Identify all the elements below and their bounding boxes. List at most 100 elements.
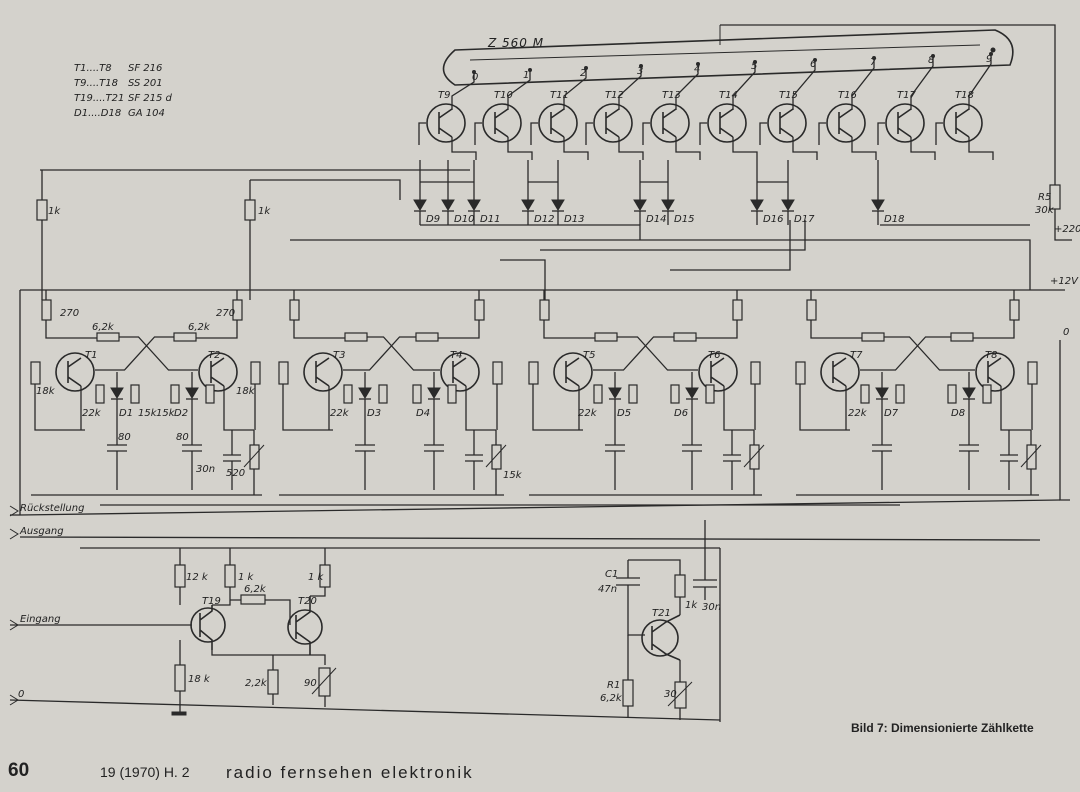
transistor-label: T17	[897, 90, 916, 101]
transistor-t3: T3	[303, 350, 345, 392]
r18k-input-label: 18 k	[188, 674, 211, 685]
resistor-1k-t21	[674, 574, 686, 598]
r15k-1: 15k	[138, 408, 158, 419]
transistor-label: T10	[494, 90, 513, 101]
resistor-1k-right	[244, 199, 256, 221]
transistor-t18: T18	[943, 90, 983, 143]
diode	[413, 199, 427, 211]
r1k-right-label: 1k	[258, 206, 271, 217]
r1k-t20-label: 1 k	[308, 572, 325, 583]
input-zero: 0	[18, 689, 24, 700]
diode-label: D8	[951, 408, 965, 419]
legend-key: T9....T18	[74, 78, 119, 89]
rail-12v: +12V	[1050, 276, 1079, 287]
ground-symbol	[171, 711, 187, 716]
transistor-t7: T7	[820, 350, 863, 392]
diode-label: D7	[884, 408, 899, 419]
figure-caption: Bild 7: Dimensionierte Zählkette	[851, 721, 1034, 735]
resistor-2k2	[267, 669, 279, 695]
r1k-left-label: 1k	[48, 206, 61, 217]
transistor-t2: T2	[198, 350, 238, 392]
diode	[441, 199, 455, 211]
transistor-t13: T13	[650, 90, 690, 143]
digit-label: 9	[986, 54, 992, 65]
r270-left: 270	[60, 308, 79, 319]
resistor-18k	[174, 664, 186, 692]
tube-name: Z 560 M	[487, 36, 544, 50]
c80-2: 80	[176, 432, 189, 443]
diode	[781, 199, 795, 211]
digit-label: 5	[751, 61, 757, 72]
c30n-1: 30n	[196, 464, 215, 475]
transistor-t10: T10	[482, 90, 522, 143]
transistor-label: T8	[985, 350, 997, 361]
diode-label: D6	[674, 408, 688, 419]
diode-label: D12	[534, 214, 554, 225]
diode	[551, 199, 565, 211]
transistor-label: T15	[779, 90, 798, 101]
rail-zero-right: 0	[1063, 327, 1069, 338]
diode-label: D1	[119, 408, 133, 419]
diode-label: D11	[480, 214, 500, 225]
transistor-t11: T11	[538, 90, 578, 143]
transistor-t14: T14	[707, 90, 747, 143]
digit-label: 8	[928, 55, 934, 66]
legend-row: T9....T18 SS 201	[74, 78, 163, 89]
r2k2-label: 2,2k	[245, 678, 268, 689]
transistor-label: T18	[955, 90, 974, 101]
output-stage: C1 47n 1k 30n T21 R1 6,2k 30	[598, 520, 721, 722]
r18k-right: 18k	[236, 386, 256, 397]
pot-90-label: 90	[304, 678, 317, 689]
transistor-label: T3	[333, 350, 345, 361]
pot-520: 520	[226, 468, 245, 479]
legend-value: SS 201	[128, 78, 163, 89]
r6k2-b: 6,2k	[188, 322, 211, 333]
r1k-t19-label: 1 k	[238, 572, 255, 583]
transistor-t8: T8	[975, 350, 1015, 392]
legend-value: GA 104	[128, 108, 165, 119]
transistor-t6: T6	[698, 350, 738, 392]
digit-label: 4	[694, 64, 700, 75]
page-number: 60	[8, 760, 30, 781]
transistor-label: T12	[605, 90, 624, 101]
digit-label: 0	[472, 72, 478, 83]
resistor-r1	[622, 679, 634, 707]
issue-info: 19 (1970) H. 2	[100, 764, 190, 780]
diode-label: D14	[646, 214, 666, 225]
transistor-t19	[190, 607, 226, 643]
c1-value: 47n	[598, 584, 617, 595]
r15k-stage: 15k	[503, 470, 523, 481]
r15k-2: 15k	[156, 408, 176, 419]
input-reset: Rückstellung	[20, 503, 84, 514]
digit-label: 1	[523, 70, 529, 81]
r6k2-input-label: 6,2k	[244, 584, 267, 595]
resistor-12k	[174, 564, 186, 588]
transistor-t17: T17	[885, 90, 925, 143]
r5-value: 30k	[1035, 205, 1055, 216]
diode-label: D17	[794, 214, 815, 225]
r270-right: 270	[216, 308, 235, 319]
diode-label: D5	[617, 408, 631, 419]
diode	[521, 199, 535, 211]
r1-value: 6,2k	[600, 693, 623, 704]
transistor-label: T4	[450, 350, 462, 361]
input-eingang: Eingang	[20, 614, 61, 625]
diode-label: D9	[426, 214, 440, 225]
rail-220v: +220V	[1054, 224, 1080, 235]
diode	[467, 199, 481, 211]
legend-key: T19....T21	[74, 93, 125, 104]
transistor-label: T13	[662, 90, 681, 101]
transistor-label: T14	[719, 90, 738, 101]
t20-label: T20	[298, 596, 317, 607]
transistor-label: T1	[85, 350, 97, 361]
diode	[661, 199, 675, 211]
transistor-t16: T16	[826, 90, 866, 143]
transistor-label: T16	[838, 90, 857, 101]
legend-value: SF 216	[128, 63, 163, 74]
diode-label: D16	[763, 214, 783, 225]
